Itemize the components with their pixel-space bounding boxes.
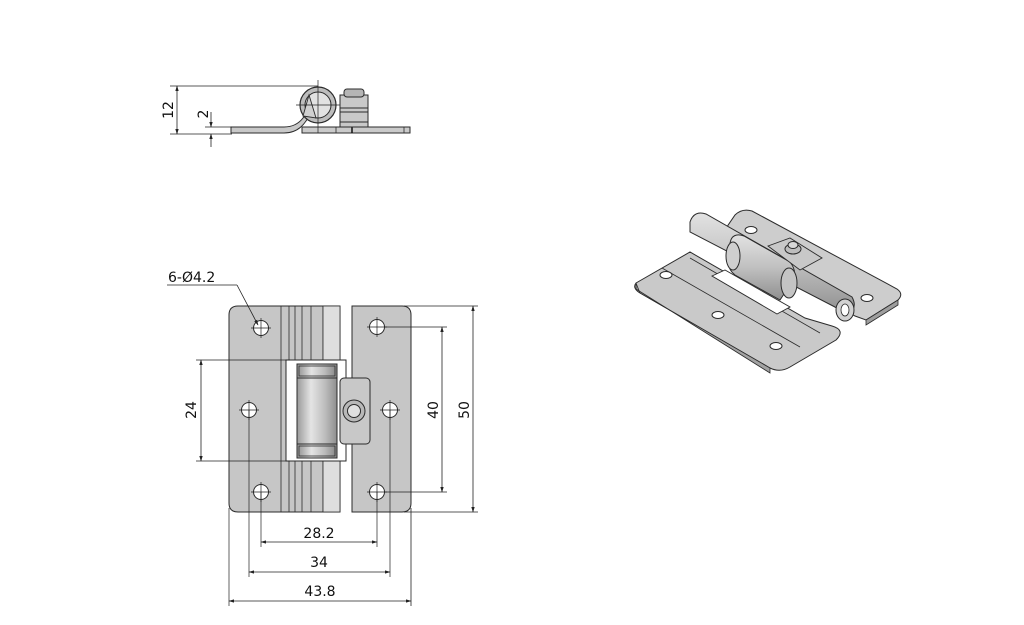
front-view: 6-Ø4.2 24 40 50 28.2 34 43.8 [167, 270, 478, 606]
dim-hole-span-outer: 28.2 [303, 526, 334, 542]
dim-overall-height-side: 12 [161, 101, 177, 119]
dim-plate-thickness: 2 [196, 110, 212, 119]
hinge-barrel [296, 363, 338, 459]
dim-overall-width: 43.8 [304, 584, 335, 600]
dim-knuckle-height: 24 [184, 401, 200, 419]
dim-hole-span-vertical: 40 [426, 401, 442, 419]
dim-hole-span-inner: 34 [310, 555, 328, 571]
dim-overall-height-front: 50 [457, 401, 473, 419]
side-view: 12 2 [161, 80, 411, 147]
hole-callout: 6-Ø4.2 [168, 270, 215, 286]
isometric-view [634, 209, 902, 374]
